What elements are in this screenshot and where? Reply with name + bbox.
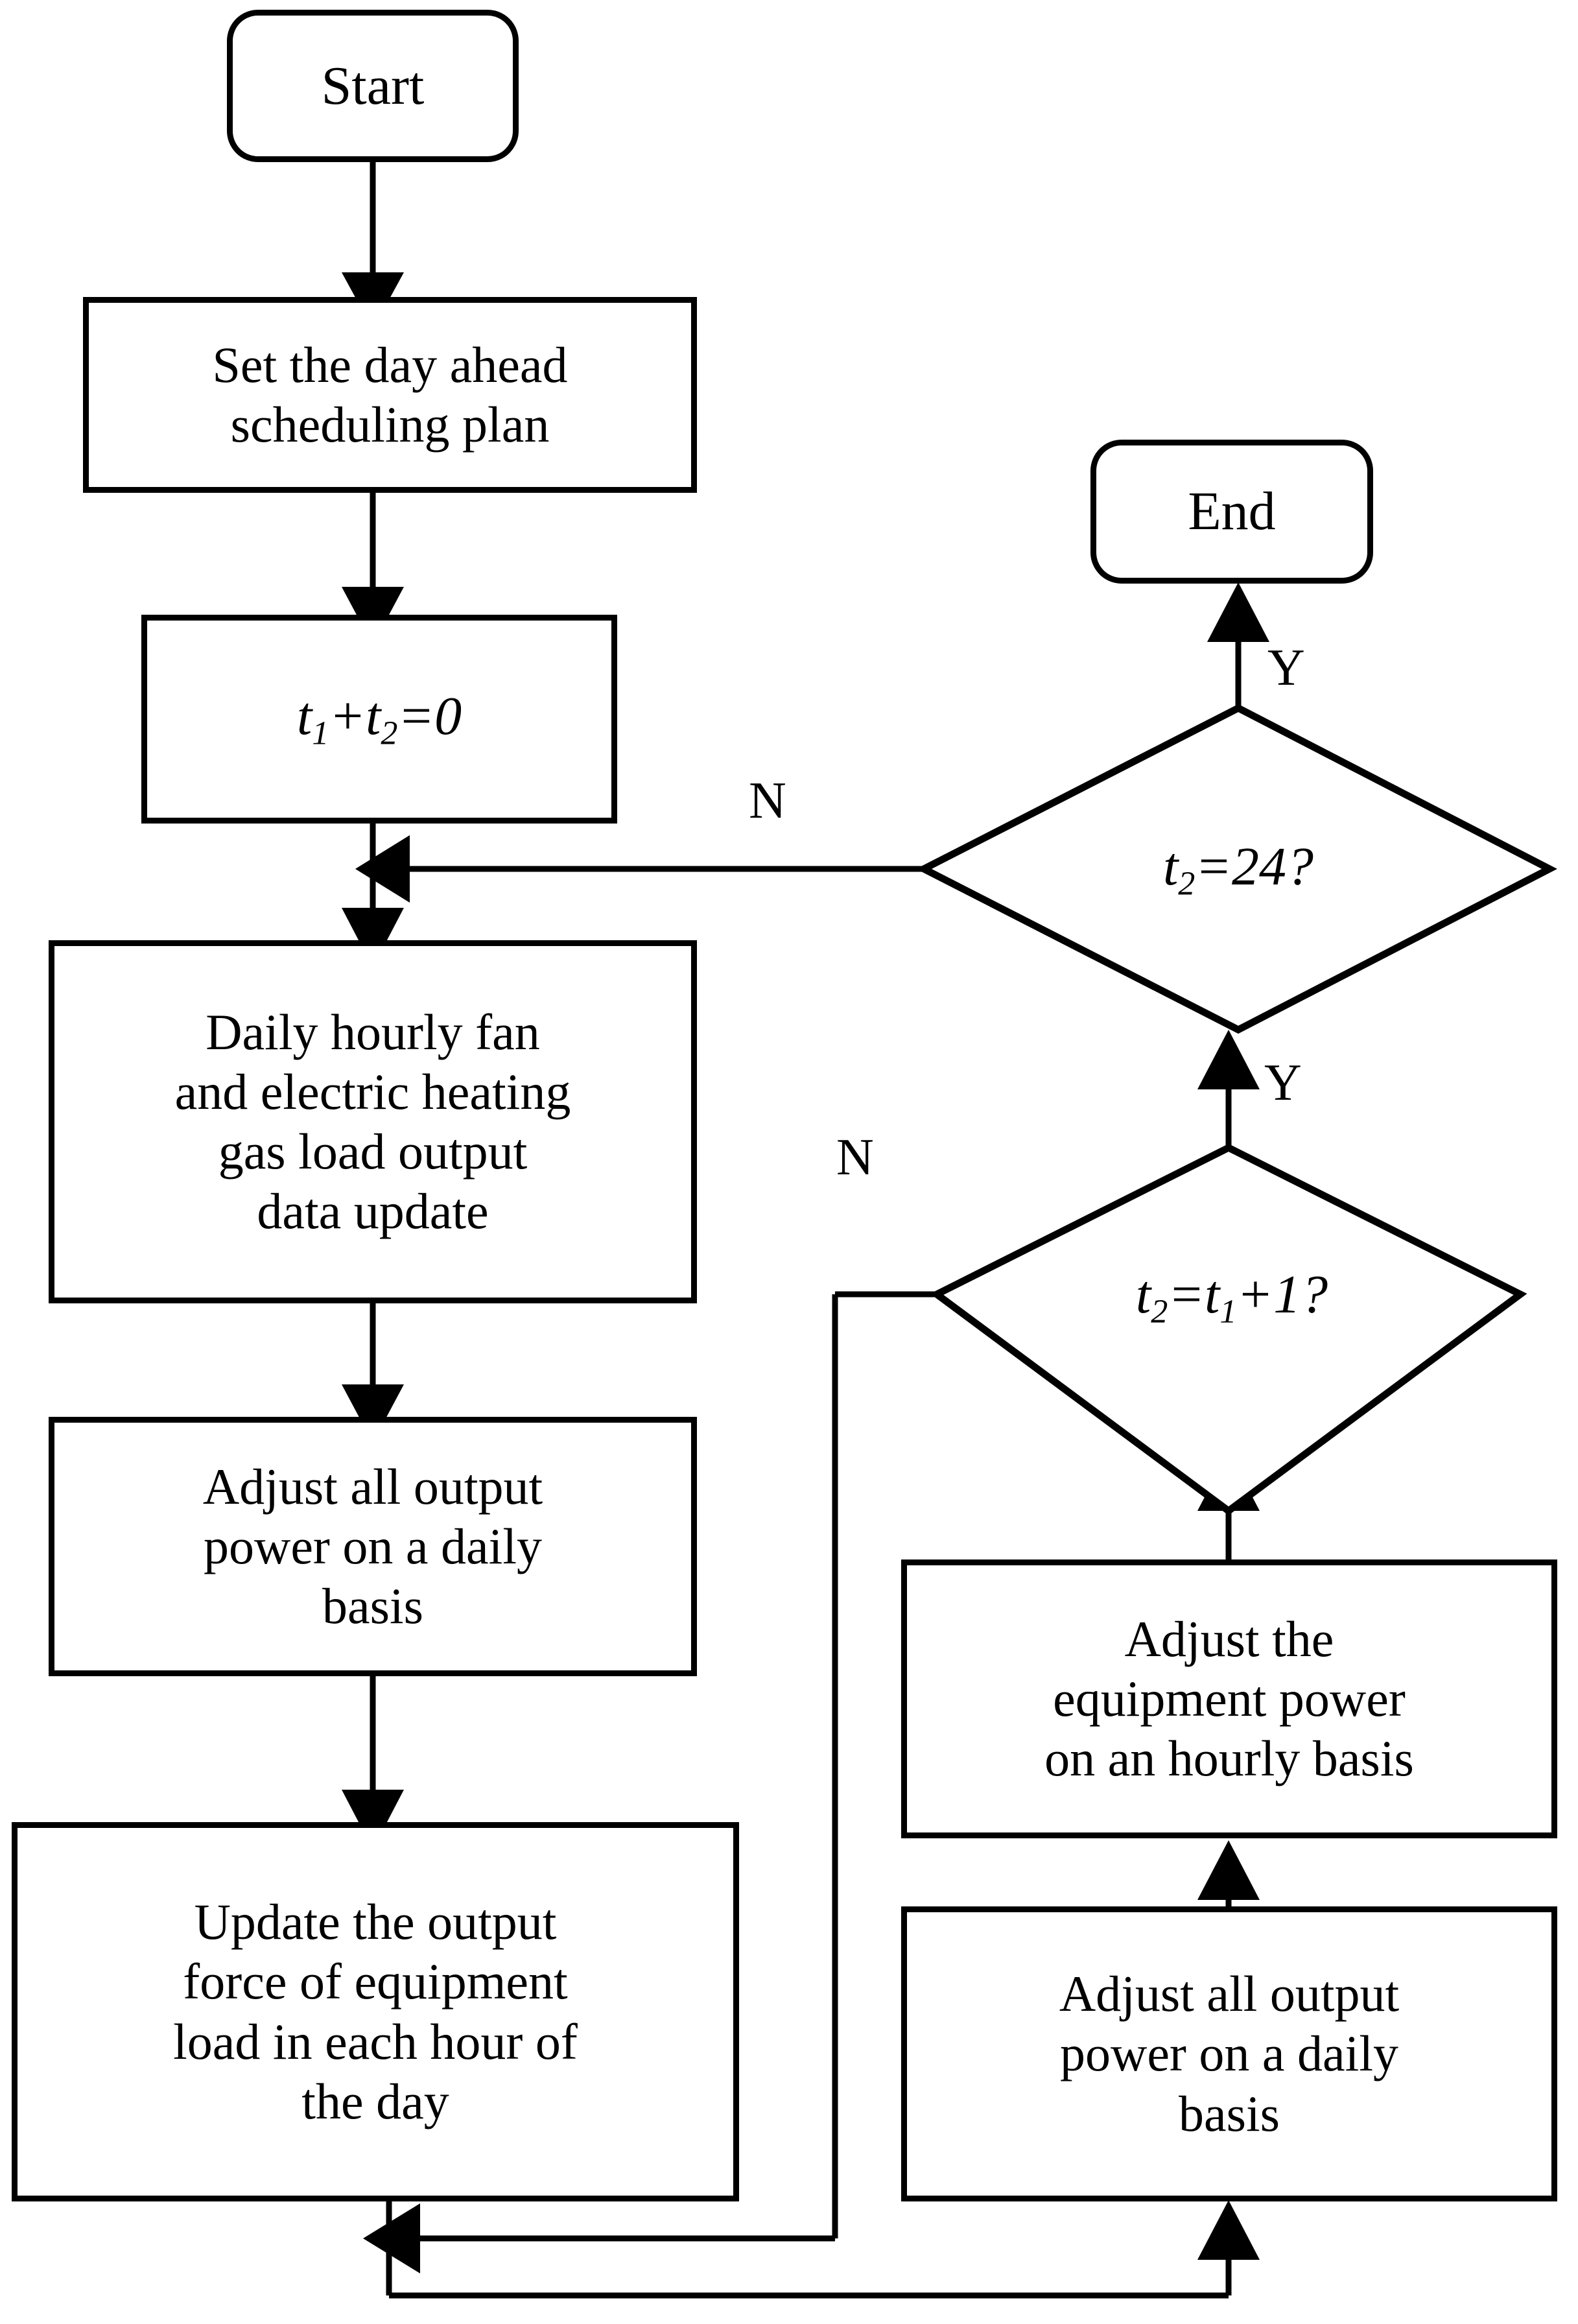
node-adjust-equipment-hourly-label: Adjust the equipment power on an hourly … — [1044, 1610, 1414, 1787]
node-adjust-equipment-hourly[interactable]: Adjust the equipment power on an hourly … — [901, 1559, 1557, 1838]
node-start[interactable]: Start — [227, 10, 519, 162]
node-adjust-daily-left[interactable]: Adjust all output power on a daily basis — [49, 1417, 697, 1676]
edge-check24-no-to-data-update — [355, 835, 924, 903]
branch-label-yes-end: Y — [1267, 639, 1305, 696]
node-start-label: Start — [321, 55, 425, 116]
node-set-plan-label: Set the day ahead scheduling plan — [212, 336, 568, 453]
node-adjust-daily-left-label: Adjust all output power on a daily basis — [202, 1458, 543, 1635]
decision-check-next-hour-shape[interactable] — [930, 1143, 1527, 1515]
node-set-plan[interactable]: Set the day ahead scheduling plan — [83, 297, 697, 493]
edge-data-update-to-adjust-daily-left — [342, 1303, 404, 1443]
node-end[interactable]: End — [1090, 440, 1373, 584]
node-data-update-label: Daily hourly fan and electric heating ga… — [174, 1003, 571, 1240]
node-update-hourly-label: Update the output force of equipment loa… — [173, 1893, 578, 2129]
decision-check-24-shape[interactable] — [915, 704, 1557, 1034]
branch-label-no-check-next-hour: N — [836, 1129, 874, 1186]
node-end-label: End — [1188, 481, 1276, 542]
node-adjust-daily-right-label: Adjust all output power on a daily basis — [1059, 1965, 1400, 2142]
edge-adjust-daily-right-to-adjust-equipment — [1197, 1840, 1260, 1906]
branch-label-no-check-24: N — [749, 772, 786, 829]
node-data-update[interactable]: Daily hourly fan and electric heating ga… — [49, 940, 697, 1303]
node-update-hourly[interactable]: Update the output force of equipment loa… — [12, 1822, 739, 2201]
node-init-time[interactable]: t1+t2=0 — [141, 615, 617, 824]
node-init-time-formula: t1+t2=0 — [296, 686, 462, 753]
branch-label-yes-check-next-hour: Y — [1264, 1054, 1302, 1111]
edge-checknext-yes-to-check24 — [1197, 1030, 1260, 1148]
edge-update-hourly-to-adjust-daily-right — [386, 2200, 1260, 2299]
node-adjust-daily-right[interactable]: Adjust all output power on a daily basis — [901, 1906, 1557, 2201]
edge-check24-yes-to-end — [1207, 582, 1269, 708]
edge-adjust-daily-left-to-update-hourly — [342, 1676, 404, 1849]
